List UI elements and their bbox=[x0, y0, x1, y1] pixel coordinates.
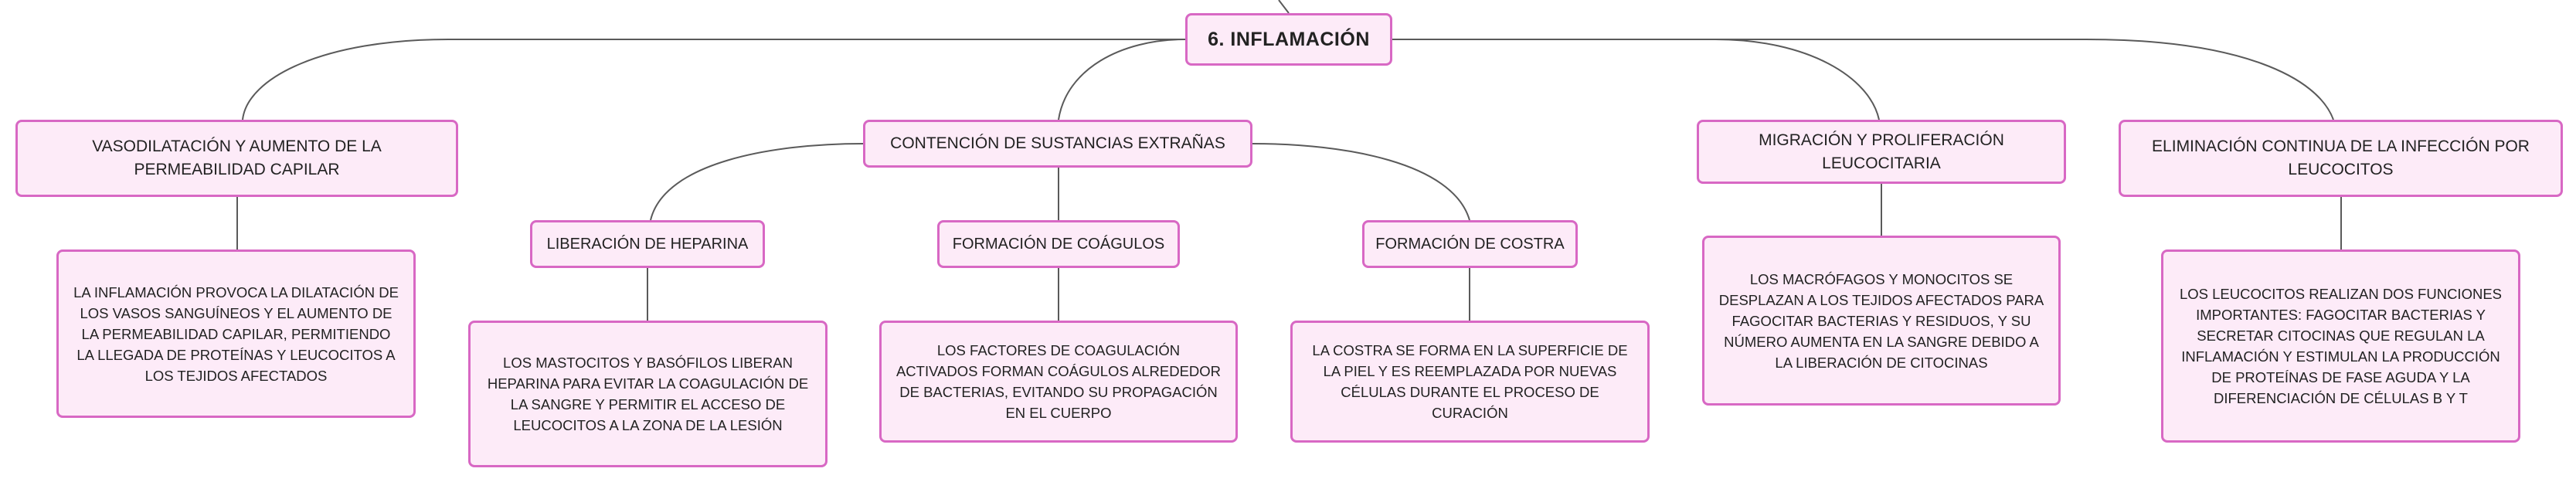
connector-root-to-vasodilatacion bbox=[242, 39, 1185, 120]
desc-migracion[interactable]: LOS MACRÓFAGOS Y MONOCITOS SE DESPLAZAN … bbox=[1702, 236, 2061, 406]
connector-root-to-migracion bbox=[1392, 39, 1880, 120]
branch-eliminacion[interactable]: ELIMINACIÓN CONTINUA DE LA INFECCIÓN POR… bbox=[2119, 120, 2563, 197]
connector-contencion-to-costra bbox=[1252, 143, 1470, 221]
sub-formacion-costra[interactable]: FORMACIÓN DE COSTRA bbox=[1362, 220, 1578, 268]
sub-liberacion-heparina[interactable]: LIBERACIÓN DE HEPARINA bbox=[530, 220, 765, 268]
connector-root-to-eliminacion bbox=[1392, 39, 2334, 120]
desc-formacion-costra[interactable]: LA COSTRA SE FORMA EN LA SUPERFICIE DE L… bbox=[1290, 321, 1650, 443]
branch-migracion[interactable]: MIGRACIÓN Y PROLIFERACIÓN LEUCOCITARIA bbox=[1697, 120, 2066, 184]
desc-formacion-coagulos[interactable]: LOS FACTORES DE COAGULACIÓN ACTIVADOS FO… bbox=[879, 321, 1238, 443]
connector-root-parent bbox=[1278, 0, 1290, 14]
connector-contencion-to-heparina bbox=[650, 143, 864, 221]
branch-contencion[interactable]: CONTENCIÓN DE SUSTANCIAS EXTRAÑAS bbox=[863, 120, 1252, 168]
sub-formacion-coagulos[interactable]: FORMACIÓN DE COÁGULOS bbox=[937, 220, 1180, 268]
root-node-inflamacion[interactable]: 6. INFLAMACIÓN bbox=[1185, 13, 1392, 66]
desc-eliminacion[interactable]: LOS LEUCOCITOS REALIZAN DOS FUNCIONES IM… bbox=[2161, 249, 2520, 443]
desc-liberacion-heparina[interactable]: LOS MASTOCITOS Y BASÓFILOS LIBERAN HEPAR… bbox=[468, 321, 828, 467]
branch-vasodilatacion[interactable]: VASODILATACIÓN Y AUMENTO DE LA PERMEABIL… bbox=[15, 120, 458, 197]
desc-vasodilatacion[interactable]: LA INFLAMACIÓN PROVOCA LA DILATACIÓN DE … bbox=[56, 249, 416, 418]
connector-root-to-contencion bbox=[1058, 39, 1186, 120]
